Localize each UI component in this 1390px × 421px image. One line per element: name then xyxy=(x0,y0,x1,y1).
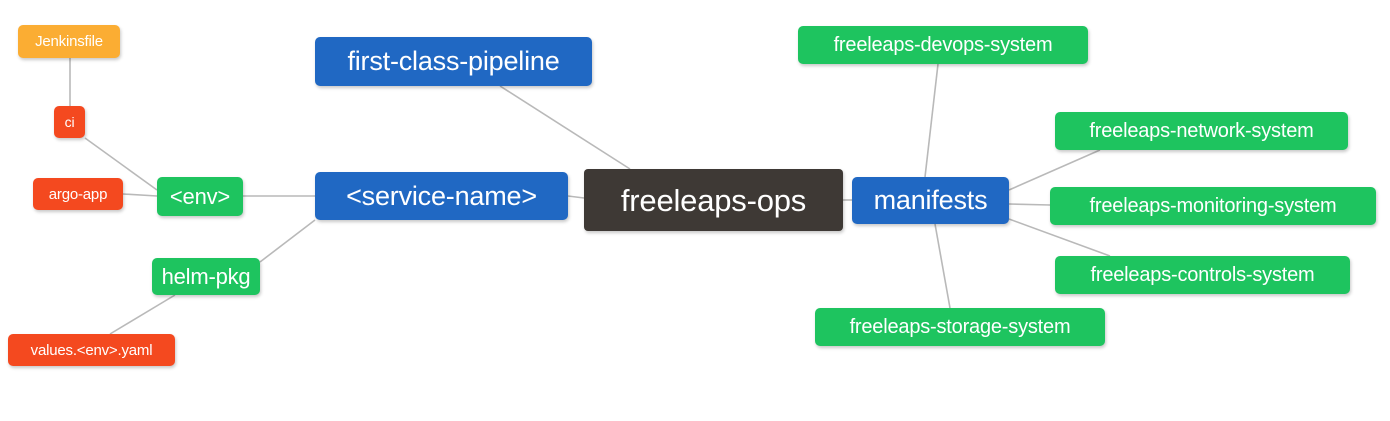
edge-helm-pkg-to-values-env-yaml xyxy=(109,294,176,335)
node-argo-app[interactable]: argo-app xyxy=(33,178,123,210)
edge-service-name-to-helm-pkg xyxy=(259,219,316,263)
edge-manifests-to-freeleaps-monitoring-system xyxy=(1008,203,1051,206)
node-values-env-yaml[interactable]: values.<env>.yaml xyxy=(8,334,175,366)
edge-argo-app-to-env xyxy=(122,193,158,197)
node-freeleaps-controls-system[interactable]: freeleaps-controls-system xyxy=(1055,256,1350,294)
edge-first-class-pipeline-to-freeleaps-ops xyxy=(499,85,631,170)
node-freeleaps-monitoring-system[interactable]: freeleaps-monitoring-system xyxy=(1050,187,1376,225)
node-jenkinsfile[interactable]: Jenkinsfile xyxy=(18,25,120,58)
node-first-class-pipeline[interactable]: first-class-pipeline xyxy=(315,37,592,86)
edge-manifests-to-freeleaps-devops-system xyxy=(924,63,939,178)
edge-manifests-to-freeleaps-storage-system xyxy=(934,223,951,309)
node-helm-pkg[interactable]: helm-pkg xyxy=(152,258,260,295)
node-freeleaps-storage-system[interactable]: freeleaps-storage-system xyxy=(815,308,1105,346)
edge-manifests-to-freeleaps-network-system xyxy=(1008,149,1101,191)
node-service-name[interactable]: <service-name> xyxy=(315,172,568,220)
node-freeleaps-ops[interactable]: freeleaps-ops xyxy=(584,169,843,231)
node-manifests[interactable]: manifests xyxy=(852,177,1009,224)
node-freeleaps-network-system[interactable]: freeleaps-network-system xyxy=(1055,112,1348,150)
node-freeleaps-devops-system[interactable]: freeleaps-devops-system xyxy=(798,26,1088,64)
node-ci[interactable]: ci xyxy=(54,106,85,138)
edge-service-name-to-freeleaps-ops xyxy=(567,195,585,199)
node-env[interactable]: <env> xyxy=(157,177,243,216)
